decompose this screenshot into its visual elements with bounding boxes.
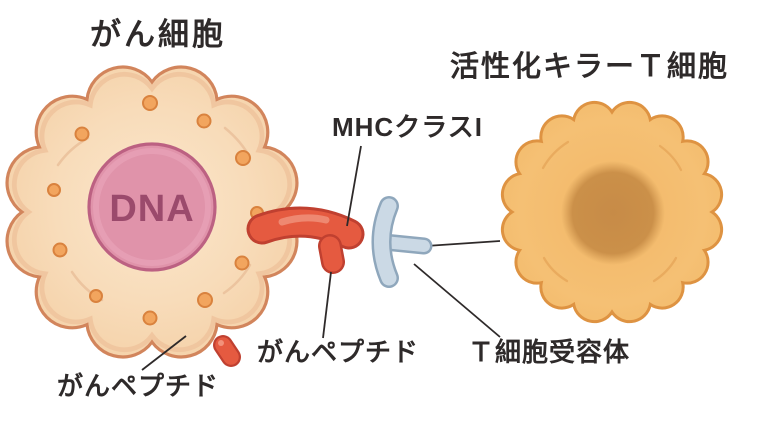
organelle-dots bbox=[47, 95, 264, 326]
label-cancer-peptide-bottom-left: がんペプチド bbox=[57, 371, 219, 401]
mhc-complex bbox=[246, 206, 365, 274]
organelle-dot bbox=[74, 126, 90, 142]
organelle-dot bbox=[142, 95, 158, 111]
t-cell-receptor bbox=[371, 196, 433, 288]
cancer-cell-nucleus-highlight-ring bbox=[93, 148, 211, 266]
killer-t-cell bbox=[500, 100, 724, 324]
mhc-molecule bbox=[249, 209, 362, 247]
cancer-cell: DNA bbox=[5, 65, 299, 359]
organelle-dot bbox=[196, 113, 212, 129]
pointer-lines bbox=[141, 145, 501, 371]
labels: がん細胞 活性化キラーＴ細胞 MHCクラスI がんペプチド Ｔ細胞受容体 がんペ… bbox=[57, 17, 729, 401]
dna-label: DNA bbox=[109, 188, 194, 230]
killer-t-cell-nucleus bbox=[561, 161, 665, 265]
mhc-molecule-highlight bbox=[278, 214, 330, 226]
organelle-dot bbox=[47, 183, 61, 197]
organelle-dot bbox=[89, 289, 103, 303]
cell-texture-line bbox=[542, 256, 569, 283]
pointer-line-peptide-center bbox=[322, 271, 332, 339]
organelle-dot bbox=[234, 255, 250, 271]
organelle-dot bbox=[235, 150, 251, 166]
label-activated-killer-t-cell: 活性化キラーＴ細胞 bbox=[450, 49, 729, 83]
label-cancer-peptide-center: がんペプチド bbox=[257, 337, 419, 367]
receptor-bracket bbox=[374, 198, 397, 286]
pointer-line-mhc bbox=[346, 145, 362, 227]
cancer-cell-inner-shading bbox=[11, 71, 293, 353]
label-mhc-class-i: MHCクラスI bbox=[332, 112, 483, 142]
organelle-dot bbox=[142, 310, 158, 326]
organelle-dot bbox=[197, 292, 213, 308]
receptor-anchor-line bbox=[425, 240, 501, 247]
label-t-cell-receptor: Ｔ細胞受容体 bbox=[468, 337, 630, 367]
cell-texture-line bbox=[541, 140, 570, 170]
pointer-line-receptor bbox=[413, 263, 501, 338]
cell-texture-line bbox=[658, 144, 683, 172]
free-cancer-peptide bbox=[213, 335, 241, 367]
killer-t-cell-texture bbox=[541, 140, 683, 283]
free-peptide-body bbox=[215, 337, 239, 365]
pointer-line-peptide-left bbox=[141, 335, 187, 371]
free-peptide-highlight bbox=[218, 340, 224, 346]
cell-texture-line bbox=[222, 263, 252, 295]
organelle-dot bbox=[52, 242, 68, 258]
cancer-cell-nucleus bbox=[87, 142, 217, 272]
cancer-peptide-on-mhc bbox=[320, 236, 343, 272]
cell-texture-line bbox=[652, 256, 678, 283]
label-cancer-cell: がん細胞 bbox=[90, 17, 226, 52]
